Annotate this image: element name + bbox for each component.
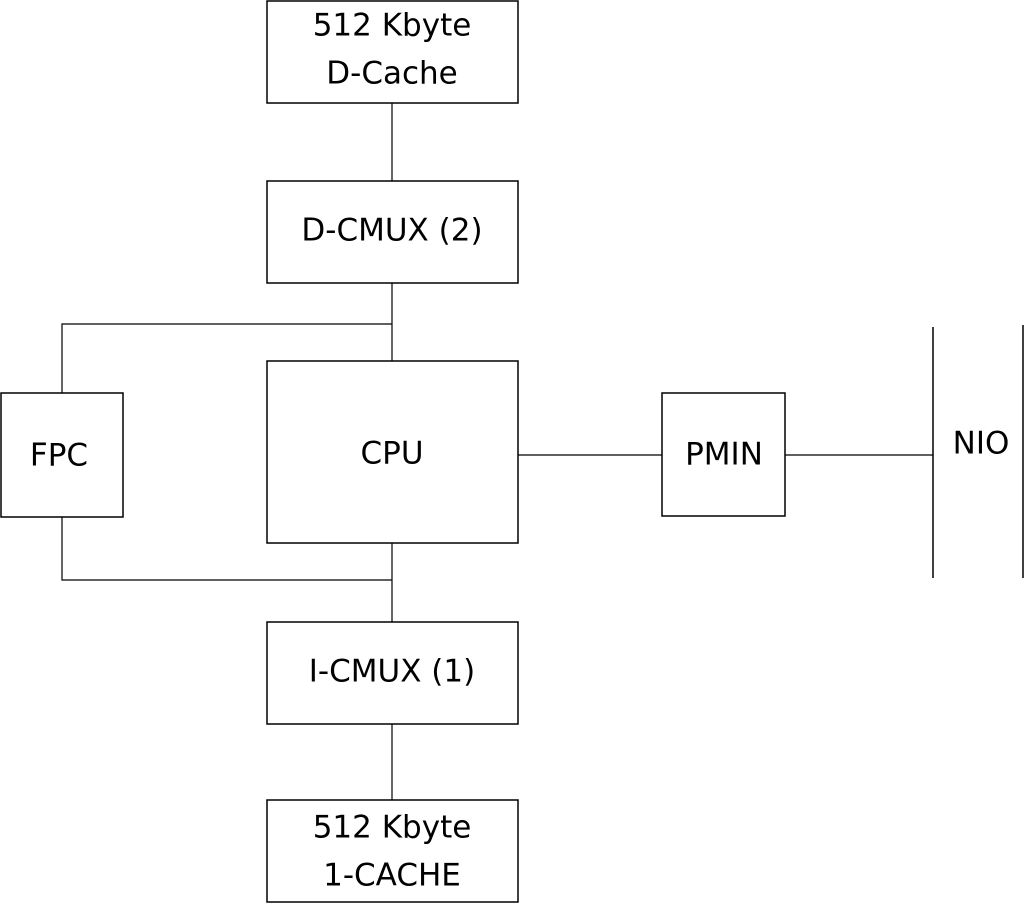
nio-label: NIO	[953, 426, 1010, 462]
fpc-box	[0, 392, 124, 518]
i-cache-block: 512 Kbyte 1-CACHE	[266, 799, 519, 903]
fpc-label: FPC	[30, 438, 88, 474]
fpc-block: FPC	[0, 392, 124, 518]
cpu-label: CPU	[360, 436, 423, 472]
i-cmux-block: I-CMUX (1)	[266, 621, 519, 725]
cpu-block: CPU	[266, 360, 519, 544]
cpu-box	[266, 360, 519, 544]
d-cmux-label: D-CMUX (2)	[301, 213, 482, 249]
d-cache-name-label: D-Cache	[326, 56, 457, 92]
edge-fpc-icmux	[61, 517, 392, 581]
pmin-box	[661, 392, 786, 517]
d-cmux-box	[266, 180, 519, 284]
pmin-label: PMIN	[685, 437, 763, 473]
edge-dcmux-fpc	[61, 323, 392, 393]
i-cache-box	[266, 799, 519, 903]
i-cmux-box	[266, 621, 519, 725]
d-cache-block: 512 Kbyte D-Cache	[266, 0, 519, 104]
i-cmux-label: I-CMUX (1)	[309, 654, 475, 690]
i-cache-name-label: 1-CACHE	[323, 858, 461, 894]
pmin-block: PMIN	[661, 392, 786, 517]
d-cmux-block: D-CMUX (2)	[266, 180, 519, 284]
i-cache-size-label: 512 Kbyte	[313, 810, 472, 846]
d-cache-size-label: 512 Kbyte	[313, 8, 472, 44]
d-cache-box	[266, 0, 519, 104]
